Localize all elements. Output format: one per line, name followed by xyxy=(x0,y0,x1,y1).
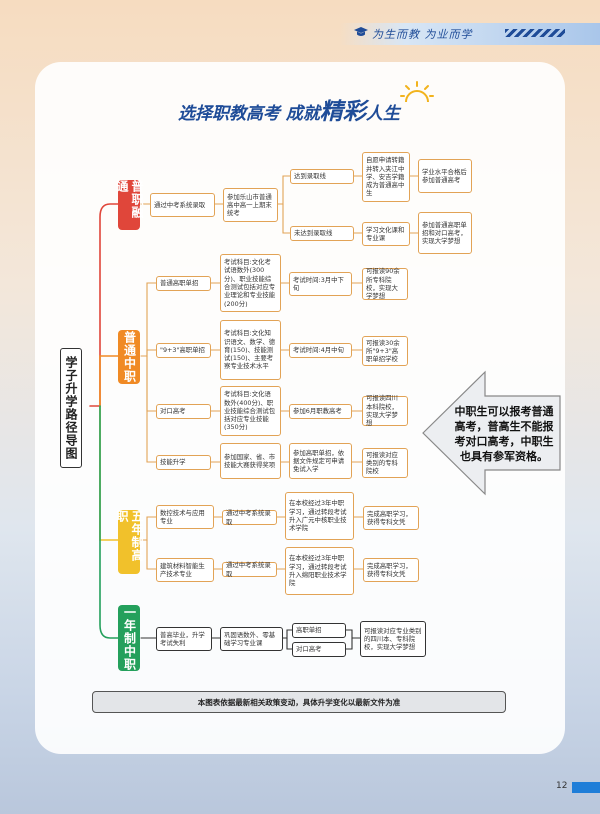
node-wn-shukong: 数控技术与应用专业 xyxy=(156,505,214,529)
category-wunianzhi-gaozhi: 五年制高职 xyxy=(115,510,144,574)
node-zz-jineng: 技能升学 xyxy=(156,455,211,470)
node-zz-93-time: 考试时间:4月中旬 xyxy=(289,343,352,358)
node-pz-transfer: 自愿申请转籍并转入夹江中学、安吉学籍成为普通高中生 xyxy=(362,152,410,202)
footer-note: 本图表依据最新相关政策变动，具体升学变化以最新文件为准 xyxy=(92,691,506,713)
node-zz-93-subjects: 考试科目:文化知识语文、数学、德育(150)、技能测试(150)、主要考察专业技… xyxy=(220,320,281,380)
category-putong-zhongzhi: 普通中职 xyxy=(118,330,140,384)
node-pz-exam: 参加乐山市普通高中高一上期末统考 xyxy=(223,188,278,222)
page-title: 选择职教高考 成就精彩人生 xyxy=(178,92,400,126)
node-wn-shukong-admission: 通过中考系统录取 xyxy=(222,509,277,526)
node-pz-admission: 通过中考系统录取 xyxy=(150,193,215,217)
node-pz-study: 学习文化课和专业课 xyxy=(362,222,410,246)
node-pz-fail: 未达到录取线 xyxy=(290,226,354,241)
callout-arrow xyxy=(422,370,561,496)
node-zz-duikou-result: 可报读四川本科院校，实现大学梦想 xyxy=(362,394,408,427)
title-part1: 选择职教高考 成就 xyxy=(178,104,320,124)
node-zz-gaozhi-subjects: 考试科目:文化考试语数外(300分)、职业技能综合测试包括对应专业理论和专业技能… xyxy=(220,254,281,312)
node-pz-higher: 参加普通高职单招和对口高考，实现大学梦想 xyxy=(418,212,472,254)
header-band xyxy=(340,23,600,45)
category-puzhi-rongtong: 普职融通 xyxy=(115,180,144,230)
sun-icon xyxy=(400,81,434,103)
title-part3: 人生 xyxy=(365,104,400,124)
node-wn-jiancai-result: 完成高职学习，获得专科文凭 xyxy=(363,558,419,582)
node-pz-gaokao: 学业水平合格后参加普通高考 xyxy=(418,159,472,193)
root-node: 学子升学路径导图 xyxy=(60,348,82,468)
node-zz-jineng-result: 可报读对应类别的专科院校 xyxy=(362,448,408,478)
node-wn-jiancai-admission: 通过中考系统录取 xyxy=(222,561,277,578)
node-yn-duikou: 对口高考 xyxy=(292,642,346,657)
graduation-cap-icon xyxy=(354,27,368,36)
node-wn-jiancai-path: 在本校经过3年中职学习，通过转段考试升入绵阳职业技术学院 xyxy=(285,547,354,595)
node-zz-93-danzhao: "9+3"高职单招 xyxy=(156,343,211,358)
node-wn-shukong-path: 在本校经过3年中职学习，通过转段考试升入广元中核职业技术学院 xyxy=(285,492,354,540)
node-yn-fail: 普高毕业，升学考试失利 xyxy=(156,627,212,651)
node-zz-gaozhi-time: 考试时间:3月中下旬 xyxy=(289,272,352,296)
node-yn-study: 巩固语数外、零基础学习专业课 xyxy=(220,627,283,651)
node-zz-duikou: 对口高考 xyxy=(156,404,211,419)
node-zz-gaozhi-result: 可报读90余所专科院校，实现大学梦想 xyxy=(362,267,408,300)
node-zz-jineng-apply: 参加高职单招，依据文件规定可申请免试入学 xyxy=(289,443,352,479)
node-zz-duikou-exam: 参加6月职教高考 xyxy=(289,404,352,419)
callout-text: 中职生可以报考普通高考，普高生不能报考对口高考，中职生也具有参军资格。 xyxy=(454,405,554,463)
title-part2: 精彩 xyxy=(319,98,366,125)
node-pz-pass: 达到录取线 xyxy=(290,169,354,184)
node-wn-shukong-result: 完成高职学习，获得专科文凭 xyxy=(363,506,419,530)
node-yn-danzhao: 高职单招 xyxy=(292,623,346,638)
node-zz-93-result: 可报读30余所"9+3"高职单招学校 xyxy=(362,336,408,366)
page-number: 12 xyxy=(556,781,568,791)
node-zz-duikou-subjects: 考试科目:文化语数外(400分)、职业技能综合测试包括对应专业技能(350分) xyxy=(220,386,281,436)
node-zz-jineng-award: 参加国家、省、市技能大赛获得奖项 xyxy=(220,443,281,479)
category-yinianzhi-zhongzhi: 一年制中职 xyxy=(118,605,140,671)
node-yn-result: 可报读对应专业类别的四川本、专科院校，实现大学梦想 xyxy=(360,621,426,657)
page-number-bar xyxy=(572,782,600,793)
header-stripes xyxy=(505,29,565,37)
node-zz-gaozhi-danzhao: 普通高职单招 xyxy=(156,276,211,291)
header-slogan: 为生而教 为业而学 xyxy=(372,28,473,41)
node-wn-jiancai: 建筑材料智能生产技术专业 xyxy=(156,558,214,582)
